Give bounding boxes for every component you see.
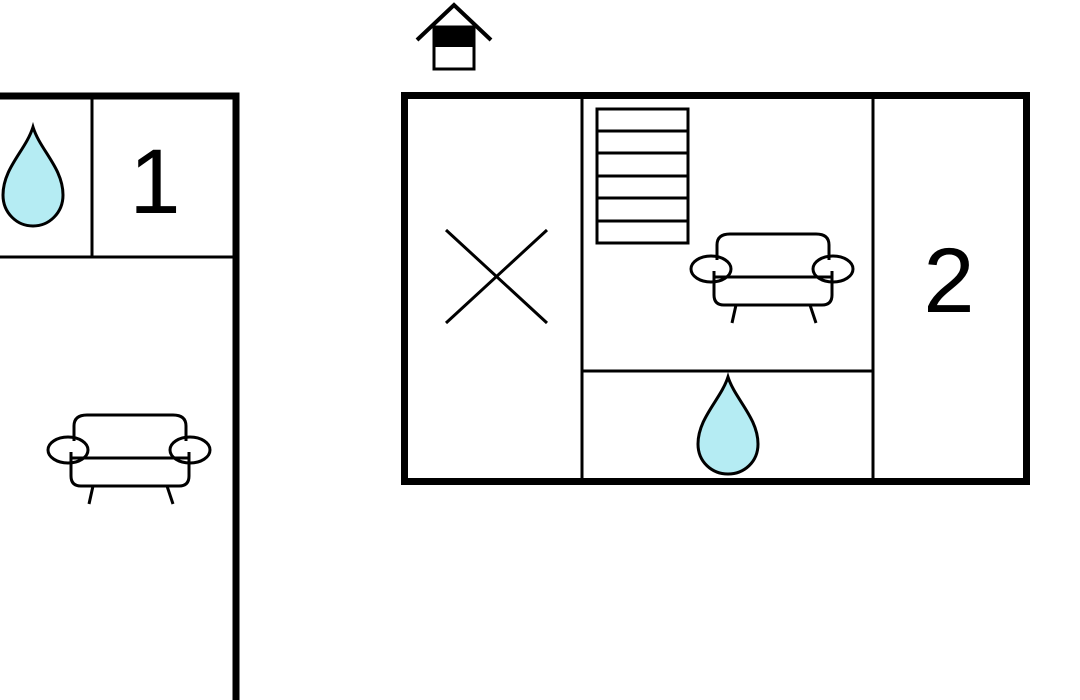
house-icon [415,2,493,71]
staircase-icon [595,107,690,245]
floor-2: 2 [401,92,1030,485]
water-drop-icon [696,372,760,476]
water-drop-icon [1,121,65,228]
sofa-icon [689,232,855,324]
sofa-icon [46,413,212,505]
empty-room-cross-icon [444,228,549,325]
floor-1-number: 1 [129,131,180,233]
floor-2-number: 2 [923,230,974,332]
floor-1: 1 [0,92,240,700]
floor-1-outer-wall [0,92,240,700]
floor-2-outer-wall [401,92,1030,485]
